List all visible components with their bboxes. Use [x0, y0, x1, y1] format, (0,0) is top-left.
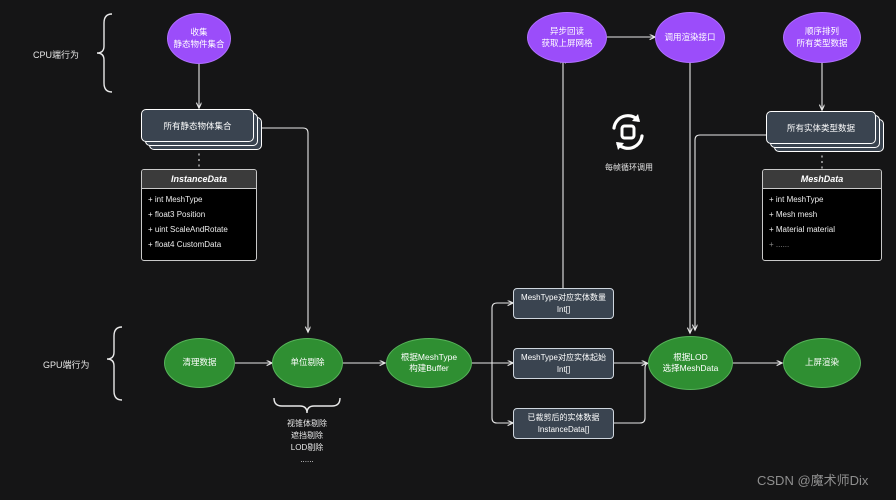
lane-label-gpu: GPU端行为 [43, 360, 90, 370]
uml-row: + float4 CustomData [148, 240, 222, 249]
node-collect-static-objects[interactable]: 收集 静态物件集合 [167, 13, 231, 64]
uml-title: MeshData [763, 170, 881, 189]
node-select-meshdata-by-lod[interactable]: 根据LOD 选择MeshData [648, 336, 733, 390]
databox-culled-entity-data[interactable]: 已裁剪后的实体数据 InstanceData[] [513, 408, 614, 439]
uml-row: + float3 Position [148, 210, 206, 219]
lane-label-cpu: CPU端行为 [33, 50, 80, 60]
uml-title: InstanceData [142, 170, 256, 189]
datastore-all-static-objects[interactable]: 所有静态物体集合 [141, 109, 264, 151]
uml-class-instancedata[interactable]: InstanceData + int MeshType + float3 Pos… [141, 169, 257, 261]
datastore-all-entity-types[interactable]: 所有实体类型数据 [766, 111, 886, 153]
datastore-label: 所有静态物体集合 [141, 109, 254, 142]
uml-rows: + int MeshType + Mesh mesh + Material ma… [763, 189, 881, 255]
datastore-label: 所有实体类型数据 [766, 111, 876, 144]
node-sort-all-types[interactable]: 顺序排列 所有类型数据 [783, 12, 861, 63]
uml-row: + int MeshType [148, 195, 203, 204]
uml-rows: + int MeshType + float3 Position + uint … [142, 189, 256, 255]
uml-row: + int MeshType [769, 195, 824, 204]
uml-row: + Material material [769, 225, 836, 234]
node-call-render-api[interactable]: 调用渲染接口 [655, 12, 725, 63]
uml-row: + Mesh mesh [769, 210, 818, 219]
node-async-readback[interactable]: 异步回读 获取上屏网格 [527, 12, 607, 63]
node-build-buffer[interactable]: 根据MeshType 构建Buffer [386, 338, 472, 388]
node-present-render[interactable]: 上屏渲染 [783, 338, 861, 388]
uml-class-meshdata[interactable]: MeshData + int MeshType + Mesh mesh + Ma… [762, 169, 882, 261]
uml-row: + uint ScaleAndRotate [148, 225, 228, 234]
annotation-cull-methods: 视锥体剔除 遮挡剔除 LOD剔除 ...... [287, 419, 327, 464]
node-clean-data[interactable]: 清理数据 [164, 338, 235, 388]
loop-icon [612, 114, 644, 150]
uml-row: + ...... [769, 240, 790, 249]
databox-meshtype-entity-start[interactable]: MeshType对应实体起始 Int[] [513, 348, 614, 379]
loop-label: 每帧循环调用 [605, 163, 653, 172]
node-unit-cull[interactable]: 单位剔除 [272, 338, 343, 388]
databox-meshtype-entity-count[interactable]: MeshType对应实体数量 Int[] [513, 288, 614, 319]
watermark: CSDN @魔术师Dix [757, 473, 869, 488]
